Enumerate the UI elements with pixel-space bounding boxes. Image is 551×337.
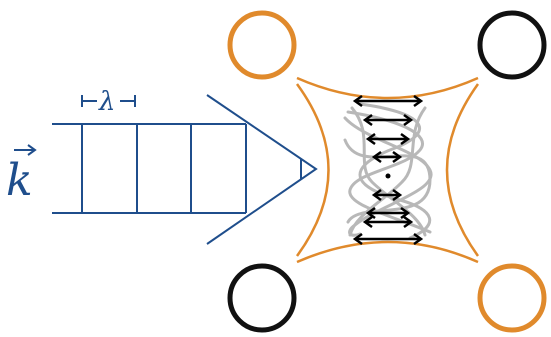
boundary-bottom [296, 240, 479, 264]
boundary-left [295, 83, 330, 257]
ion-trajectories [343, 102, 433, 240]
double-arrow-icon [352, 232, 424, 246]
electrode-bottom-left [227, 263, 297, 333]
double-arrow-icon [365, 132, 411, 146]
oscillation-arrows [352, 94, 424, 246]
double-arrow-icon [352, 94, 424, 108]
double-arrow-icon [371, 188, 403, 202]
double-arrow-icon [371, 150, 403, 164]
electrode-top-left [227, 10, 297, 80]
boundary-top [296, 76, 479, 100]
double-arrow-icon [365, 206, 411, 220]
electrodes [227, 10, 547, 333]
electrode-top-right [477, 10, 547, 80]
trap-boundaries [295, 76, 480, 264]
arrowhead-icon [206, 94, 318, 245]
vector-arrow-icon [14, 144, 37, 156]
wave-vector-symbol: k [6, 155, 33, 206]
wave-vector-label: k [6, 144, 37, 206]
boundary-right [445, 83, 480, 257]
wavelength-marker: λ [81, 87, 136, 117]
wave-beam [52, 94, 318, 245]
wavelength-symbol: λ [98, 87, 115, 117]
double-arrow-icon [362, 113, 414, 127]
electrode-bottom-right [477, 263, 547, 333]
double-arrow-icon [362, 215, 414, 229]
ion-center-dot [385, 173, 391, 179]
